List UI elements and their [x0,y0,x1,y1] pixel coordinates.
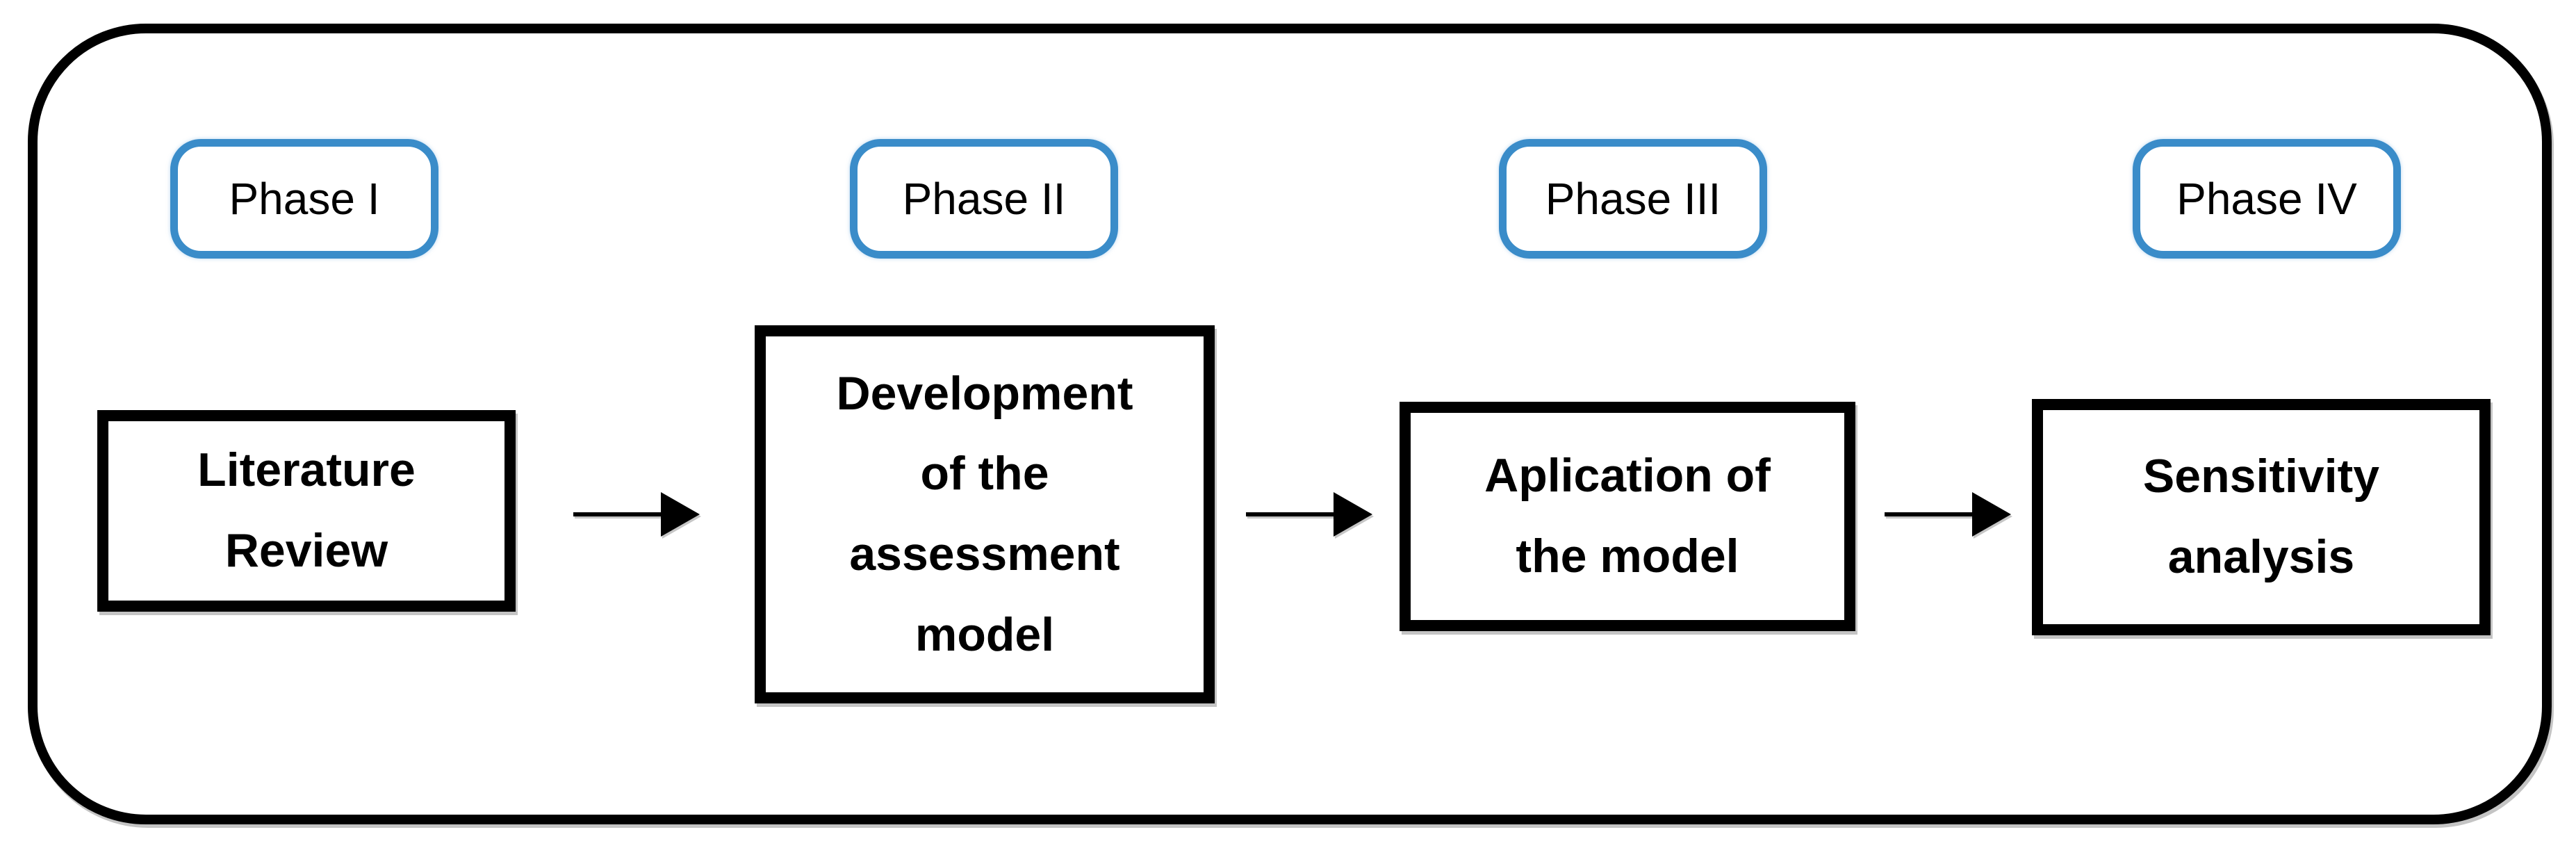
arrow-head [1972,492,2011,537]
outer-frame [28,24,2552,824]
arrow-right-icon [1246,491,1372,537]
arrow-shaft [1885,512,1972,516]
phase-badge-1: Phase I [170,139,438,259]
arrow-right-icon [1885,491,2011,537]
arrow-shaft [1246,512,1334,516]
stage-box-sensitivity-analysis: Sensitivity analysis [2032,399,2491,635]
stage-box-model-development: Development of the assessment model [755,325,1215,703]
phase-badge-4: Phase IV [2133,139,2401,259]
phase-badge-2: Phase II [850,139,1118,259]
stage-box-literature-review: Literature Review [97,410,516,612]
arrow-head [661,492,700,537]
arrow-head [1334,492,1372,537]
arrow-right-icon [573,491,700,537]
stage-box-model-application: Aplication of the model [1400,402,1855,631]
phase-badge-3: Phase III [1499,139,1767,259]
arrow-shaft [573,512,661,516]
